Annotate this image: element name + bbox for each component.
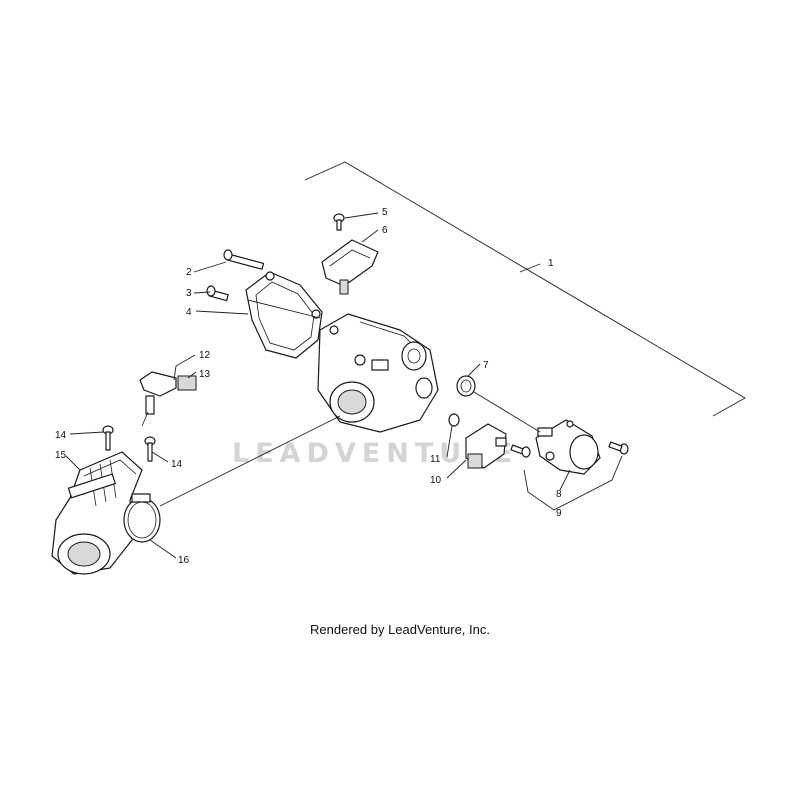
callout-14-left: 14 xyxy=(55,430,67,441)
throttle-position-sensor[interactable] xyxy=(465,423,507,469)
idle-valve-screw-right[interactable] xyxy=(608,441,629,455)
screw-long[interactable] xyxy=(223,249,265,270)
intake-boot[interactable] xyxy=(51,451,143,575)
callout-15: 15 xyxy=(55,450,67,461)
idle-air-valve[interactable] xyxy=(535,419,601,475)
map-sensor[interactable] xyxy=(321,239,379,295)
callout-6: 6 xyxy=(382,225,388,236)
callout-4: 4 xyxy=(186,307,192,318)
boot-screw-left[interactable] xyxy=(102,425,114,451)
callout-12: 12 xyxy=(199,350,211,361)
callout-13: 13 xyxy=(199,369,211,380)
idle-valve-screw-left[interactable] xyxy=(510,444,531,458)
callout-7: 7 xyxy=(483,360,489,371)
leader-lines xyxy=(65,212,623,559)
callout-14-right: 14 xyxy=(171,459,183,470)
sensor-screw[interactable] xyxy=(333,213,345,231)
credit-text: Rendered by LeadVenture, Inc. xyxy=(310,622,490,637)
callout-2: 2 xyxy=(186,267,192,278)
temperature-sensor[interactable] xyxy=(139,371,197,427)
callout-10: 10 xyxy=(430,475,442,486)
callout-1: 1 xyxy=(548,258,554,269)
hose-clamp[interactable] xyxy=(123,493,161,543)
callout-8: 8 xyxy=(556,489,562,500)
throttle-body[interactable] xyxy=(317,313,439,433)
screw-short[interactable] xyxy=(206,285,229,302)
callout-3: 3 xyxy=(186,288,192,299)
o-ring-small[interactable] xyxy=(448,413,460,427)
callout-16: 16 xyxy=(178,555,190,566)
throttle-cover[interactable] xyxy=(245,271,323,359)
callout-11: 11 xyxy=(430,454,441,465)
o-ring-large[interactable] xyxy=(456,375,476,397)
callout-9: 9 xyxy=(556,508,562,519)
boot-screw-right[interactable] xyxy=(144,436,156,462)
callout-5: 5 xyxy=(382,207,388,218)
assembly-bracket xyxy=(304,161,746,417)
